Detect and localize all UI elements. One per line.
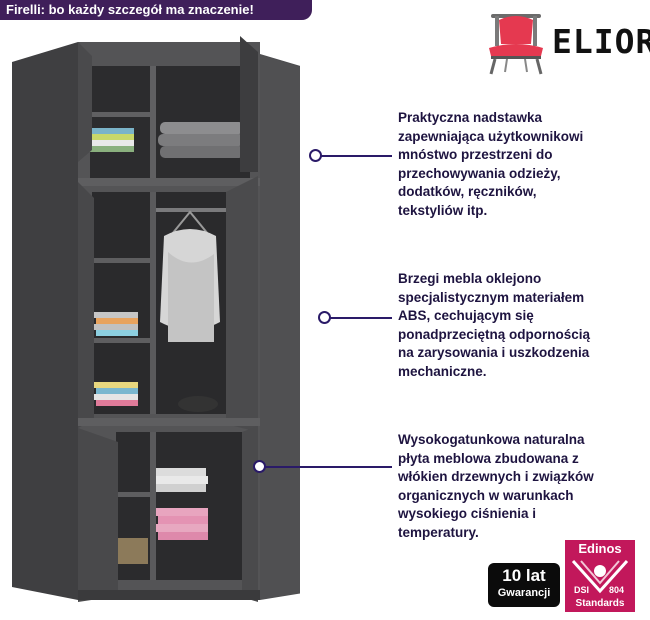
warranty-label: Gwarancji: [497, 587, 551, 599]
edinos-standard: Standards: [575, 598, 625, 609]
chair-icon: [489, 14, 543, 75]
wardrobe-image: [12, 36, 300, 602]
warranty-years: 10 lat: [502, 566, 546, 585]
edinos-badge: Edinos DSI 804 Standards: [565, 540, 635, 612]
brand-logo-text: ELIOR: [552, 22, 650, 61]
callout-marker: [309, 149, 322, 162]
callout-marker: [318, 311, 331, 324]
edinos-right-code: 804: [609, 585, 624, 595]
promo-banner: Firelli: bo każdy szczegół ma znaczenie!: [0, 0, 312, 20]
callout-line: [330, 317, 392, 319]
edinos-left-code: DSI: [574, 585, 589, 595]
check-shield-icon: DSI 804: [571, 559, 629, 595]
callout-marker: [253, 460, 266, 473]
edinos-brand: Edinos: [578, 541, 622, 556]
callout-line: [320, 155, 392, 157]
warranty-badge: 10 lat Gwarancji: [488, 563, 560, 607]
callout-line: [264, 466, 392, 468]
